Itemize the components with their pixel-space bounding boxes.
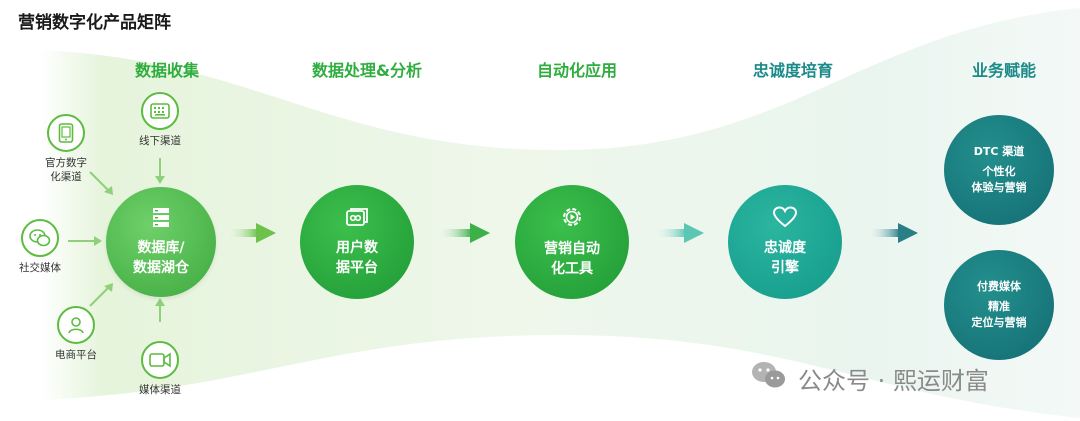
node-loyalty-engine: 忠诚度 引擎 (728, 185, 842, 299)
gear-play-icon (560, 205, 584, 233)
video-camera-icon (141, 341, 179, 379)
watermark-text: 公众号 · 熙运财富 (798, 366, 989, 395)
source-ecommerce-label: 电商平台 (55, 349, 97, 361)
outcome-dtc-body: 个性化 体验与营销 (971, 165, 1027, 194)
source-social: 社交媒体 (0, 219, 80, 275)
flow-arrow-1 (224, 223, 276, 243)
user-data-icon (345, 206, 369, 232)
source-ecommerce: 电商平台 (36, 306, 116, 362)
source-arrowheads (94, 176, 165, 306)
source-offline: 线下渠道 (120, 92, 200, 148)
source-official-digital-label: 官方数字 化渠道 (45, 157, 87, 183)
node-database-label: 数据库/ 数据湖仓 (133, 240, 189, 276)
stage-label-loyalty: 忠诚度培育 (752, 61, 834, 80)
page-title: 营销数字化产品矩阵 (18, 13, 171, 33)
watermark: 公众号 · 熙运财富 (750, 360, 989, 396)
outcome-dtc-heading: DTC 渠道 (973, 145, 1025, 158)
outcome-dtc: DTC 渠道 个性化 体验与营销 (944, 115, 1054, 225)
node-loyalty-engine-label: 忠诚度 引擎 (764, 240, 806, 276)
stage-label-process: 数据处理&分析 (312, 61, 422, 80)
flow-arrow-4 (866, 223, 918, 243)
user-icon (57, 306, 95, 344)
outcome-paid-media-heading: 付费媒体 (977, 280, 1021, 293)
flow-arrow-2 (436, 223, 490, 243)
flow-arrow-3 (652, 223, 704, 243)
node-marketing-automation-label: 营销自动 化工具 (544, 241, 600, 277)
node-marketing-automation: 营销自动 化工具 (515, 185, 629, 299)
stage-label-automation: 自动化应用 (536, 61, 618, 80)
source-media-label: 媒体渠道 (139, 384, 181, 396)
node-database: 数据库/ 数据湖仓 (106, 187, 216, 297)
keyboard-icon (141, 92, 179, 130)
database-icon (150, 206, 172, 232)
wechat-icon (21, 219, 59, 257)
source-offline-label: 线下渠道 (139, 135, 181, 147)
stage-label-business: 业务赋能 (971, 61, 1037, 80)
node-cdp: 用户数 据平台 (300, 185, 414, 299)
source-media: 媒体渠道 (120, 341, 200, 397)
outcome-paid-media: 付费媒体 精准 定位与营销 (944, 250, 1054, 360)
outcome-paid-media-body: 精准 定位与营销 (971, 300, 1027, 329)
heart-icon (772, 206, 798, 232)
wechat-logo-icon (750, 360, 788, 396)
source-arrows (68, 158, 161, 322)
source-social-label: 社交媒体 (19, 262, 61, 274)
source-official-digital: 官方数字 化渠道 (26, 114, 106, 184)
tablet-icon (47, 114, 85, 152)
node-cdp-label: 用户数 据平台 (336, 240, 378, 276)
stage-label-collect: 数据收集 (134, 61, 200, 80)
